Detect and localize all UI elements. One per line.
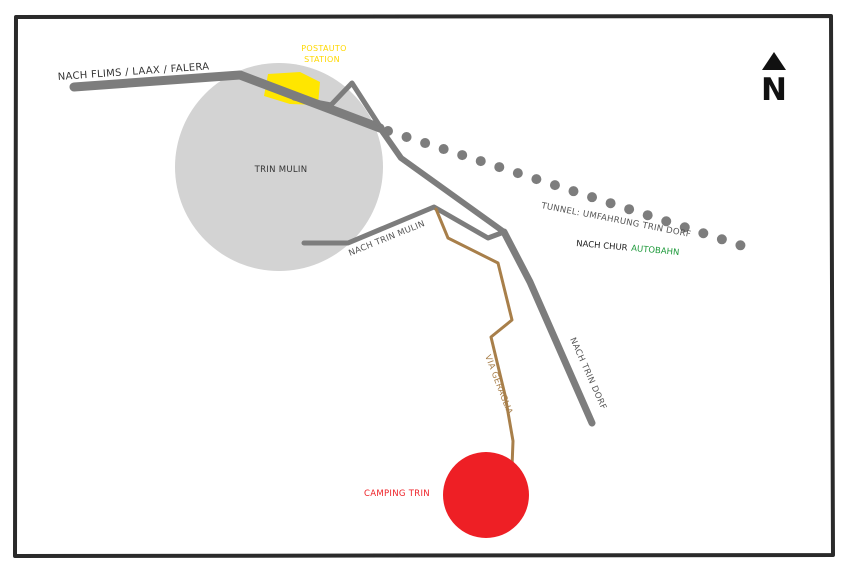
label-camping: CAMPING TRIN [364,489,430,499]
path-via-geraglia[interactable] [434,207,515,495]
trin-mulin-area [175,63,383,271]
road-main-trunk[interactable] [377,125,507,235]
label-trin-mulin: TRIN MULIN [254,165,308,175]
tunnel-road[interactable] [383,126,763,256]
label-nach-chur-prefix: NACH CHUR [576,239,628,253]
label-postauto-line1: POSTAUTO [301,44,346,53]
north-letter: N [761,72,787,108]
map-frame [13,14,835,558]
north-arrow-icon: N [761,52,787,108]
north-arrow-triangle [762,52,786,70]
label-autobahn: AUTOBAHN [631,244,680,258]
road-nach-trin-dorf[interactable] [500,228,596,427]
road-network [69,70,596,427]
label-postauto-line2: STATION [304,55,340,64]
road-postauto-connector[interactable] [291,80,384,131]
camping-marker-icon[interactable] [443,452,529,538]
road-nach-flims[interactable] [69,70,385,133]
road-nach-trin-mulin[interactable] [301,204,507,246]
